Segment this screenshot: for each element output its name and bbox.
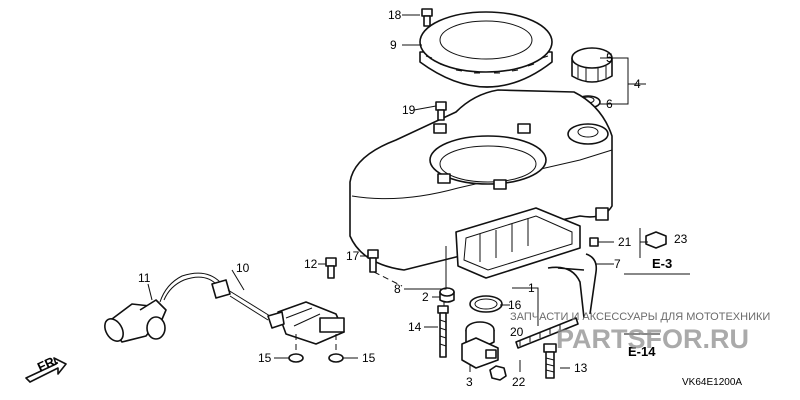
control-cable [159,272,271,321]
callout-labels: 18 9 5 4 6 19 21 23 7 17 12 10 11 8 2 16… [138,8,688,389]
callout-7: 7 [614,257,621,271]
nut-22 [489,365,507,381]
nut-23 [645,231,667,249]
callout-15-left: 15 [258,351,272,365]
bolt-12 [325,257,337,279]
control-unit [267,301,345,345]
air-guide-tray [455,207,581,279]
washer-15-right [328,353,344,363]
stud-14 [437,305,449,358]
callout-22: 22 [512,375,526,389]
leader-lines [147,14,690,372]
callout-14: 14 [408,320,422,334]
bolt-13 [543,343,557,379]
callout-17: 17 [346,249,360,263]
callout-23: 23 [674,232,688,246]
o-ring-16 [469,295,503,313]
callout-12: 12 [304,257,318,271]
tube-1 [515,317,579,349]
watermark-caption: ЗАПЧАСТИ И АКСЕССУАРЫ ДЛЯ МОТОТЕХНИКИ [510,311,770,323]
callout-20: 20 [510,325,524,339]
direction-label: FR. [35,352,60,374]
watermark-site: PARTSFOR.RU [556,324,749,354]
fan-cover-housing [349,89,613,271]
callout-3: 3 [466,375,473,389]
bolt-17 [367,249,379,273]
clip-21 [589,237,599,247]
callout-19: 19 [402,103,416,117]
callout-1: 1 [528,281,535,295]
callout-16: 16 [508,298,522,312]
diagram-code: VK64E1200A [682,377,742,388]
callout-10: 10 [236,261,250,275]
callout-9: 9 [390,38,397,52]
callout-21: 21 [618,235,632,249]
callout-11: 11 [138,271,151,285]
callout-18: 18 [388,8,402,22]
reference-e14: E-14 [628,344,656,359]
rubber-boot [104,299,167,343]
callout-13: 13 [574,361,588,375]
callout-2: 2 [422,290,429,304]
callout-6: 6 [606,97,613,111]
breather-tube [547,253,598,319]
callout-8: 8 [394,282,401,296]
bolt-18 [421,8,433,27]
direction-arrow-icon [25,357,67,383]
filler-cap [571,47,613,83]
callout-15-right: 15 [362,351,376,365]
callout-5: 5 [606,51,613,65]
washer-15-left [288,353,304,363]
cap-2 [439,287,455,303]
bolt-19 [435,101,447,121]
reference-e3: E-3 [652,256,672,271]
valve-housing-3 [461,321,499,369]
callout-4: 4 [634,77,641,91]
recoil-starter-cover [419,11,553,88]
